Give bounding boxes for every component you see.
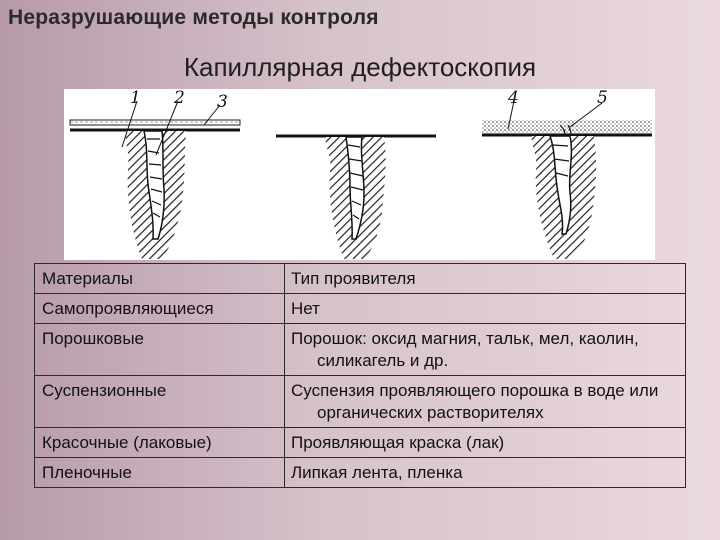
- figure-label-4: 4: [507, 89, 519, 108]
- figure-label-3: 3: [217, 92, 228, 112]
- slide-subtitle: Капиллярная дефектоскопия: [183, 52, 537, 82]
- table-row: Самопроявляющиеся Нет: [34, 293, 686, 324]
- table-row: Пленочные Липкая лента, пленка: [34, 457, 686, 488]
- crack-diagram-2: [276, 134, 436, 259]
- crack-diagram-3: [482, 120, 652, 259]
- table-cell-developer: Суспензия проявляющего порошка в воде ил…: [284, 375, 686, 428]
- table-cell-material: Материалы: [34, 263, 285, 294]
- table-cell-developer: Липкая лента, пленка: [284, 457, 686, 488]
- developer-types-table: Материалы Тип проявителя Самопроявляющие…: [34, 263, 686, 488]
- table-header-row: Материалы Тип проявителя: [34, 263, 686, 294]
- crack-diagram-1: [69, 119, 241, 259]
- table-cell-developer: Тип проявителя: [284, 263, 686, 294]
- table-cell-material: Суспензионные: [34, 375, 285, 428]
- table-cell-material: Порошковые: [34, 323, 285, 376]
- table-cell-developer: Проявляющая краска (лак): [284, 427, 686, 458]
- table-cell-material: Самопроявляющиеся: [34, 293, 285, 324]
- table-cell-developer: Нет: [284, 293, 686, 324]
- table-cell-material: Красочные (лаковые): [34, 427, 285, 458]
- figure-label-5: 5: [597, 89, 608, 108]
- table-cell-material: Пленочные: [34, 457, 285, 488]
- crack-diagrams: 1 2 3 4 5: [69, 89, 652, 259]
- capillary-defect-figure: 1 2 3 4 5: [64, 89, 655, 260]
- developer-text: Суспензия проявляющего порошка в воде ил…: [291, 381, 659, 422]
- figure-leader-lines: [121, 100, 603, 156]
- figure-label-2: 2: [173, 89, 185, 108]
- table-cell-developer: Порошок: оксид магния, тальк, мел, каоли…: [284, 323, 686, 376]
- table-row: Суспензионные Суспензия проявляющего пор…: [34, 375, 686, 428]
- table-row: Красочные (лаковые) Проявляющая краска (…: [34, 427, 686, 458]
- slide-title: Неразрушающие методы контроля: [8, 6, 379, 29]
- figure-label-1: 1: [130, 89, 141, 108]
- developer-text: Порошок: оксид магния, тальк, мел, каоли…: [291, 329, 639, 370]
- table-row: Порошковые Порошок: оксид магния, тальк,…: [34, 323, 686, 376]
